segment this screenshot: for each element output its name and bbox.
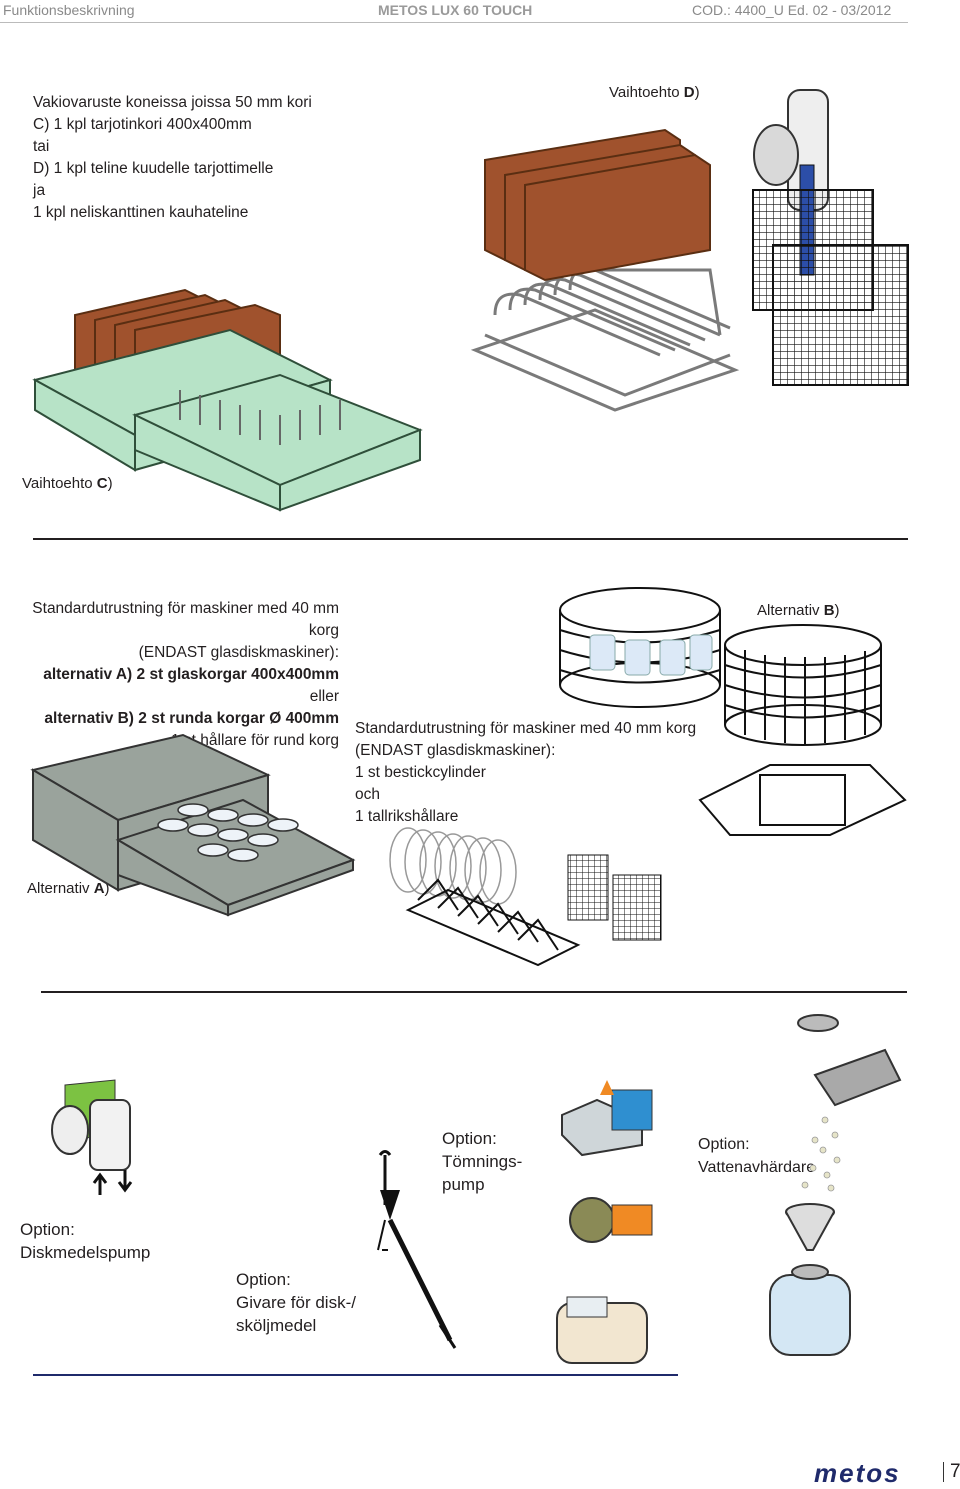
page-number: 7: [950, 1461, 960, 1482]
label-alt-a-prefix: Alternativ: [27, 880, 94, 897]
s1-line-1: Vakiovaruste koneissa joissa 50 mm kori: [33, 94, 312, 111]
s1-line-4: D) 1 kpl teline kuudelle tarjottimelle: [33, 160, 274, 177]
s2-right-line-3: 1 st bestickcylinder: [355, 764, 486, 781]
metos-logo: metos: [814, 1458, 901, 1488]
round-basket-illustration: [559, 587, 907, 836]
section2-right-text: Standardutrustning för maskiner med 40 m…: [355, 718, 696, 828]
option-water-softener-line-1: Option:: [698, 1136, 750, 1153]
label-alt-b: Alternativ B): [757, 602, 840, 619]
option-dosing-pump-line-1: Option:: [20, 1220, 75, 1239]
s1-line-6: 1 kpl neliskanttinen kauhateline: [33, 204, 249, 221]
divider-1: [33, 538, 908, 540]
s2-right-line-1: Standardutrustning för maskiner med 40 m…: [355, 720, 697, 737]
label-alt-d-prefix: Vaihtoehto: [609, 84, 684, 101]
s2-left-line-3: alternativ A) 2 st glaskorgar 400x400mm: [43, 666, 339, 683]
label-alt-b-letter: B: [823, 602, 835, 619]
header-model: METOS LUX 60 TOUCH: [378, 2, 533, 18]
s2-left-line-6: 1 st hållare för rund korg: [170, 732, 339, 749]
section1-text: Vakiovaruste koneissa joissa 50 mm kori …: [33, 92, 312, 224]
label-alt-b-prefix: Alternativ: [757, 602, 824, 619]
label-alt-d: Vaihtoehto D): [609, 84, 700, 101]
option-drain-pump-line-2: Tömnings-: [442, 1152, 523, 1171]
option-sensor-line-2: Givare för disk-/: [236, 1293, 356, 1312]
tray-rack-illustration: [470, 128, 740, 412]
s2-left-line-5: alternativ B) 2 st runda korgar Ø 400mm: [44, 710, 339, 727]
s2-left-line-4: eller: [309, 688, 339, 705]
drain-pump-illustration: [556, 1080, 653, 1364]
option-sensor: Option: Givare för disk-/ sköljmedel: [236, 1268, 356, 1337]
footer-separator: [943, 1462, 944, 1482]
option-dosing-pump-line-2: Diskmedelspump: [20, 1243, 151, 1262]
sensor-probe-illustration: [377, 1150, 457, 1349]
label-alt-d-letter: D: [683, 84, 695, 101]
plate-holder-illustration: [389, 827, 662, 967]
s1-line-3: tai: [33, 138, 50, 155]
option-water-softener: Option: Vattenavhärdare: [698, 1133, 815, 1179]
option-sensor-line-1: Option:: [236, 1270, 291, 1289]
glass-basket-illustration: [30, 733, 356, 917]
section2-left-text: Standardutrustning för maskiner med 40 m…: [0, 598, 339, 752]
s2-left-line-2: (ENDAST glasdiskmaskiner):: [138, 644, 339, 661]
s2-right-line-4: och: [355, 786, 380, 803]
dosing-pump-illustration: [51, 1079, 133, 1195]
option-drain-pump-line-3: pump: [442, 1175, 485, 1194]
utensil-basket-illustration: [752, 89, 909, 386]
option-sensor-line-3: sköljmedel: [236, 1316, 317, 1335]
s2-left-line-1: Standardutrustning för maskiner med 40 m…: [32, 600, 339, 639]
option-dosing-pump: Option: Diskmedelspump: [20, 1218, 150, 1264]
s2-right-line-2: (ENDAST glasdiskmaskiner):: [355, 742, 556, 759]
s1-line-5: ja: [33, 182, 46, 199]
s2-right-line-5: 1 tallrikshållare: [355, 808, 459, 825]
label-alt-c: Vaihtoehto C): [22, 475, 113, 492]
label-alt-c-letter: C: [96, 475, 108, 492]
tray-basket-illustration: [32, 288, 423, 512]
option-drain-pump-line-1: Option:: [442, 1129, 497, 1148]
option-drain-pump: Option: Tömnings- pump: [442, 1127, 522, 1196]
label-alt-a: Alternativ A): [27, 880, 110, 897]
header-rule: [0, 22, 908, 23]
s1-line-2: C) 1 kpl tarjotinkori 400x400mm: [33, 116, 252, 133]
divider-3: [33, 1374, 678, 1376]
label-alt-a-letter: A: [93, 880, 105, 897]
option-water-softener-line-2: Vattenavhärdare: [698, 1159, 816, 1176]
water-softener-illustration: [769, 1014, 902, 1356]
header-doc-type: Funktionsbeskrivning: [3, 2, 135, 18]
label-alt-c-prefix: Vaihtoehto: [22, 475, 97, 492]
divider-2: [41, 991, 907, 993]
header-code: COD.: 4400_U Ed. 02 - 03/2012: [692, 2, 892, 18]
